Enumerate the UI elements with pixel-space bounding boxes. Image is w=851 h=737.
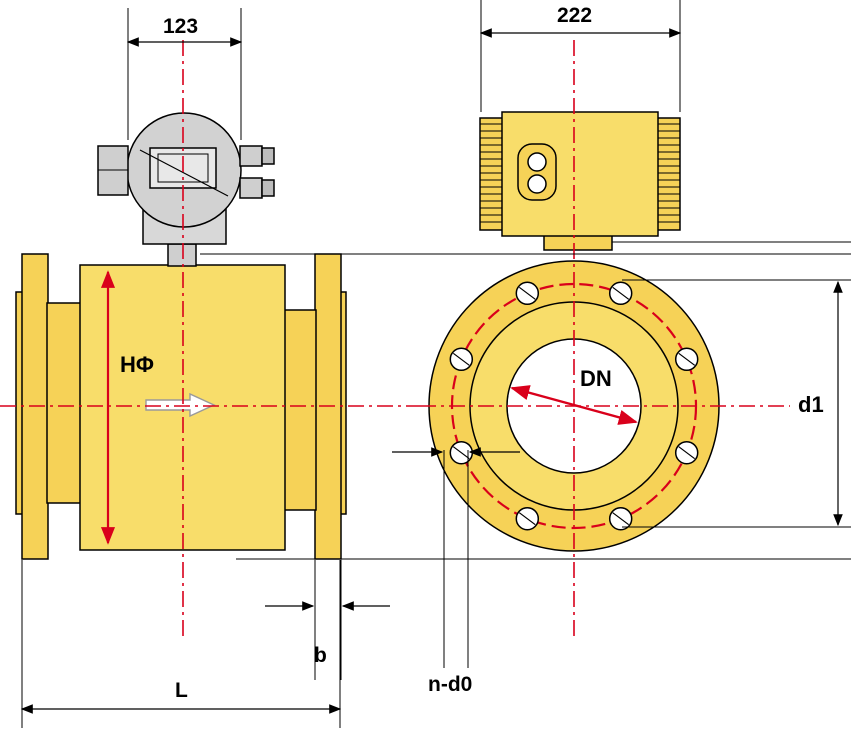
left-neck <box>46 302 82 504</box>
bolt-hole-mark <box>518 286 536 300</box>
transmitter-stem <box>167 243 197 267</box>
right-neck <box>283 309 317 511</box>
side-view: HΦ 123 L b <box>0 8 420 728</box>
nominal-diameter-dimension-line <box>510 385 638 425</box>
dim-123-label: 123 <box>163 15 198 38</box>
bolt-hole-mark <box>452 352 470 366</box>
bolt-hole-mark <box>452 446 470 460</box>
dim-d1-label: d1 <box>798 392 824 417</box>
bolt-hole-mark <box>612 512 630 526</box>
dim-nd0-label: n-d0 <box>428 673 472 696</box>
display-screen <box>157 153 209 183</box>
dim-222-label: 222 <box>557 4 592 27</box>
bolt-holes <box>449 281 699 531</box>
dim-L-label: L <box>175 679 188 702</box>
flow-direction-arrow-icon <box>145 392 216 418</box>
bolt-hole-mark <box>612 286 630 300</box>
dim-b-label: b <box>314 644 327 667</box>
junction-box-left-fins <box>479 117 505 231</box>
bolt-hole-mark <box>518 512 536 526</box>
nominal-diameter-label: DN <box>580 366 612 391</box>
junction-box-right-fins <box>655 117 681 231</box>
bolt-hole-mark <box>678 446 696 460</box>
junction-box-terminal-top-icon <box>527 152 547 172</box>
junction-box-terminal-bottom-icon <box>527 174 547 194</box>
junction-box-fin-lines <box>480 123 680 223</box>
display-diagonal <box>139 149 229 197</box>
end-view: DN 222 d1 n-d0 <box>200 0 851 696</box>
cable-gland-bottom-cap <box>261 179 275 197</box>
bolt-hole-mark <box>678 352 696 366</box>
cable-gland-top-cap <box>261 147 275 165</box>
cable-gland-bottom <box>239 177 263 199</box>
inner-diameter-label: HΦ <box>120 352 154 377</box>
cable-gland-top <box>239 145 263 167</box>
